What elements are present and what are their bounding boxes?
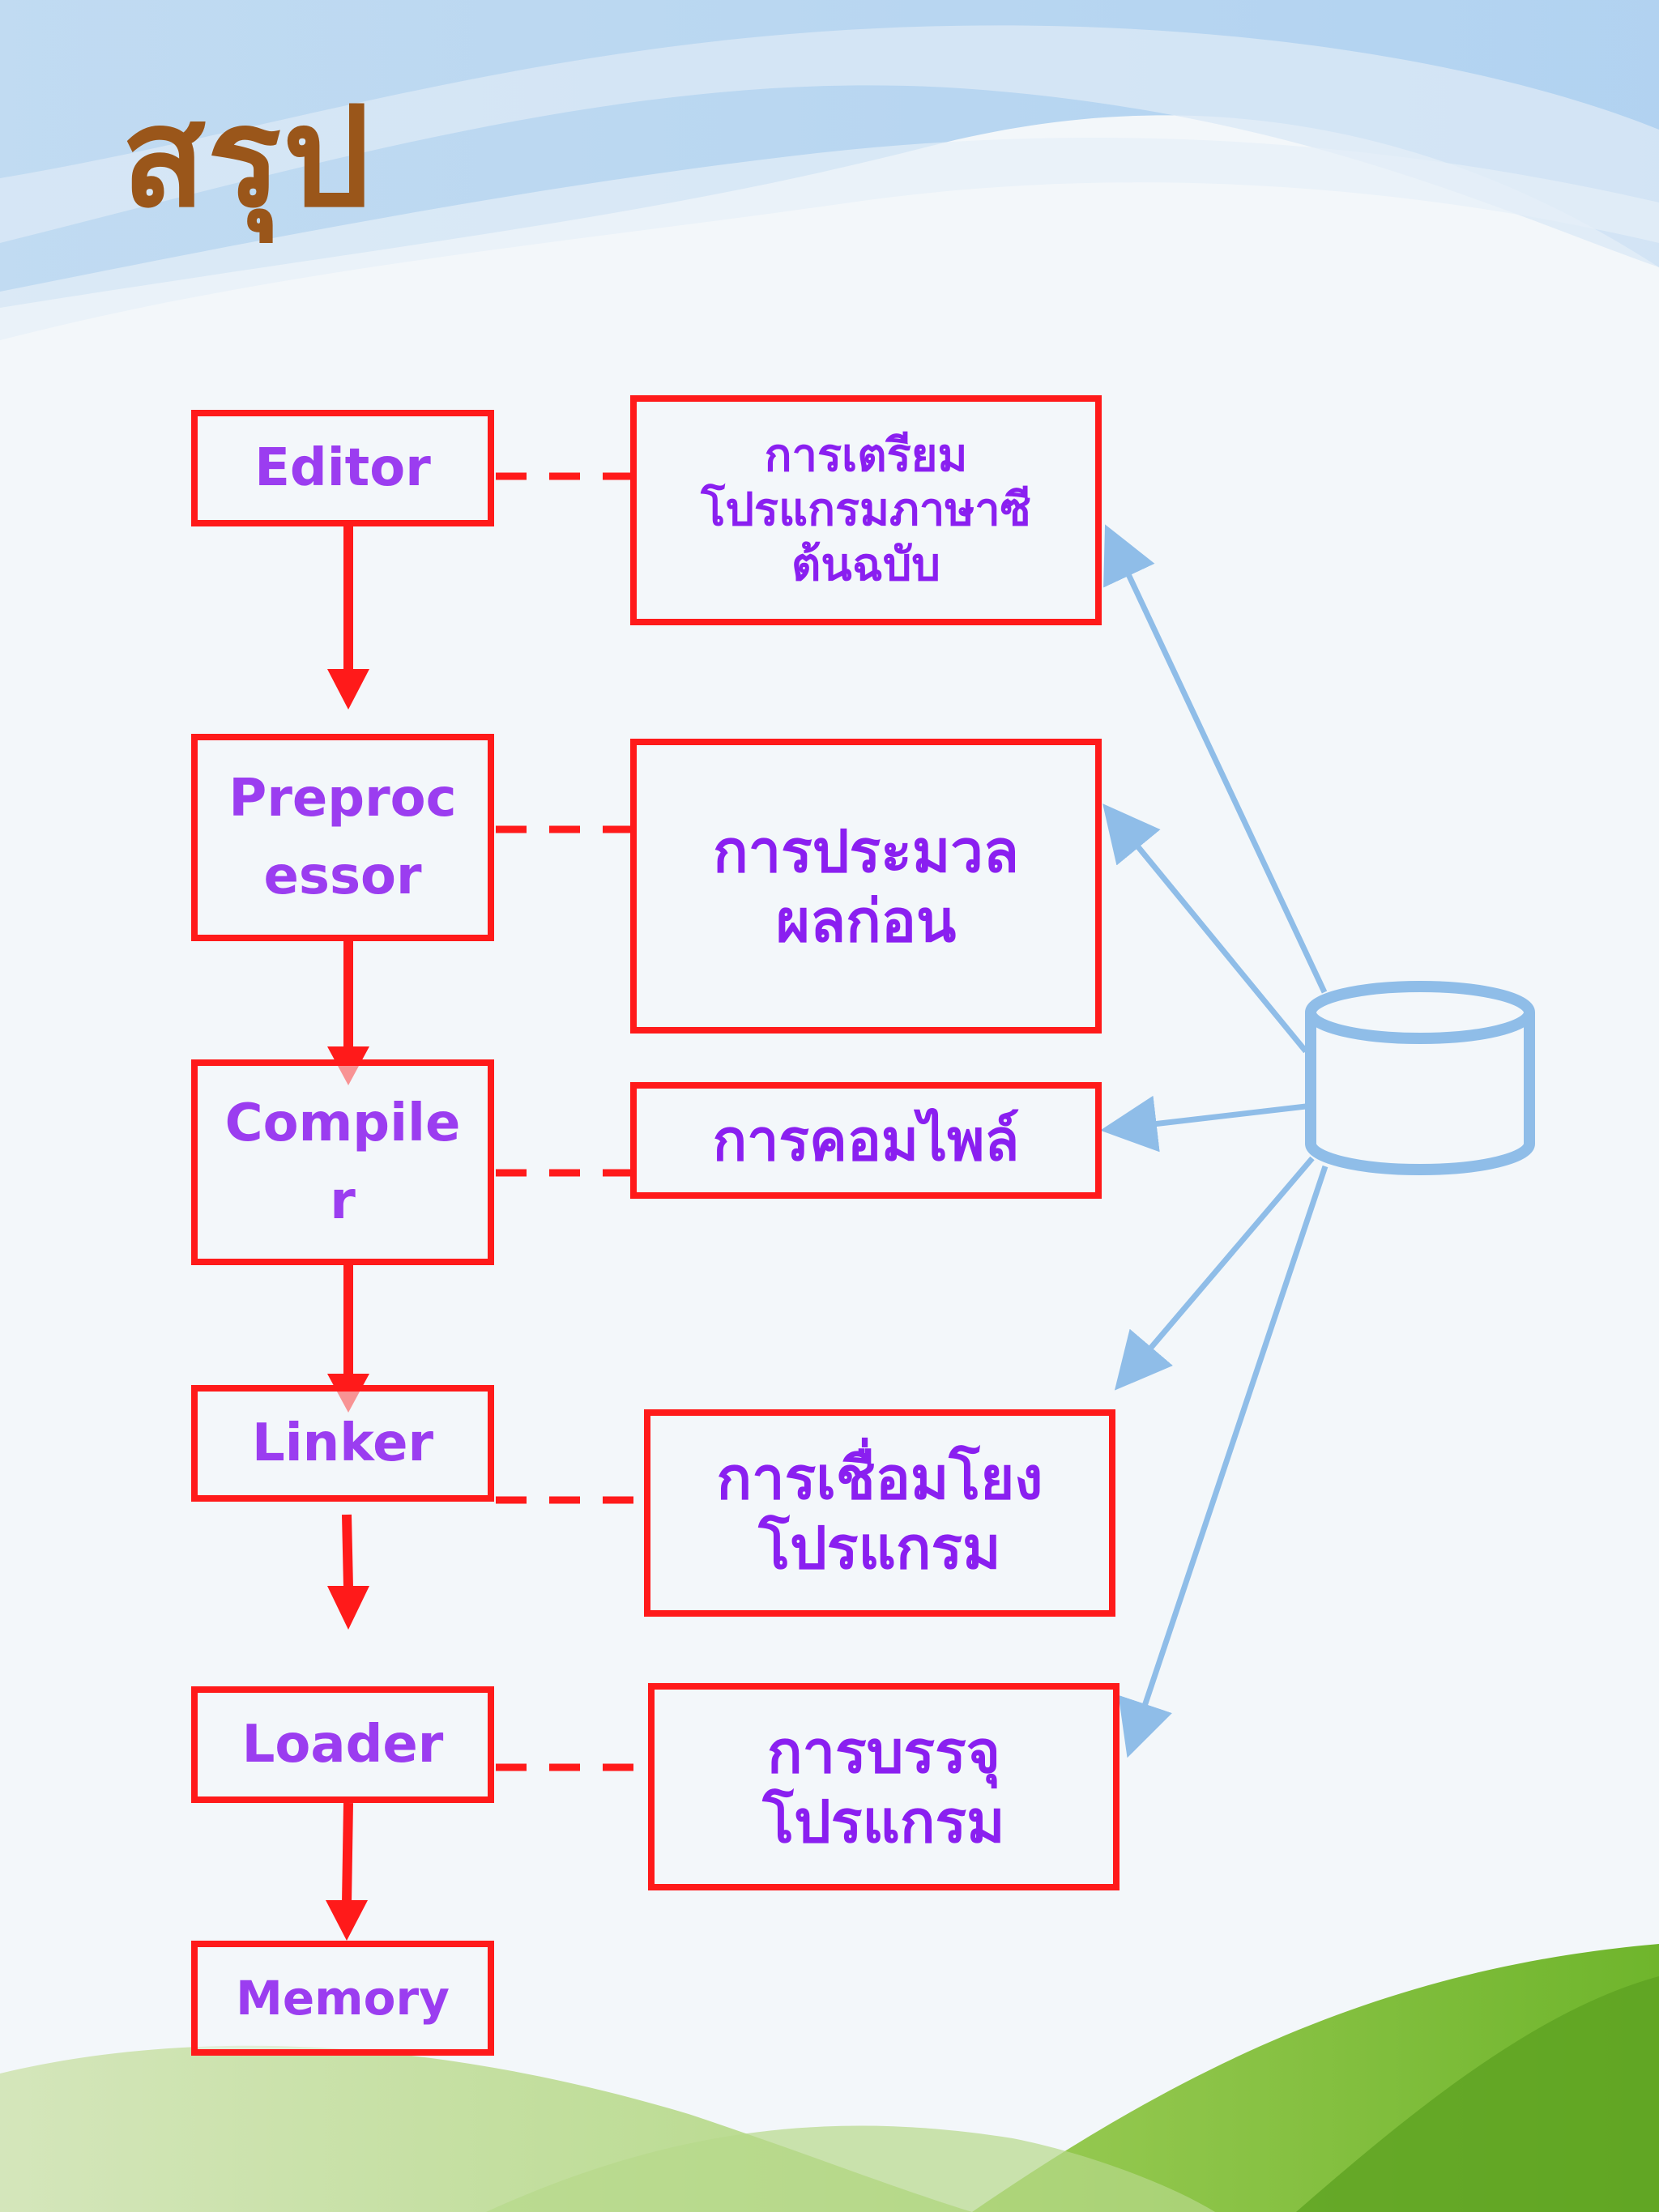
database-cylinder-icon: [1305, 981, 1535, 1175]
desc-text-linker: การเชื่อมโยงโปรแกรม: [716, 1443, 1043, 1582]
stage-label-linker: Linker: [251, 1413, 434, 1473]
desc-text-loader: การบรรจุโปรแกรม: [762, 1717, 1005, 1856]
stage-label-preprocessor: Preprocessor: [228, 769, 457, 906]
stage-box-loader: Loader: [191, 1686, 494, 1803]
desc-box-loader: การบรรจุโปรแกรม: [648, 1683, 1120, 1890]
flow-arrow-editor-preprocessor: [327, 526, 369, 710]
stage-label-compiler: Compiler: [224, 1093, 461, 1231]
blue-arrow-to-desc-4: [1114, 1156, 1315, 1391]
blue-arrow-to-desc-2: [1102, 803, 1308, 1054]
blue-arrow-to-desc-3: [1100, 1095, 1307, 1153]
blue-arrow-to-desc-1: [1103, 524, 1328, 994]
page-title: สรุป: [122, 78, 372, 238]
stage-label-memory: Memory: [236, 1970, 450, 2026]
desc-box-editor: การเตรียมโปรแกรมภาษาซีต้นฉบับ: [630, 395, 1102, 625]
desc-box-preprocessor: การประมวลผลก่อน: [630, 739, 1102, 1034]
blue-arrow-to-desc-5: [1118, 1165, 1328, 1758]
stage-box-memory: Memory: [191, 1941, 494, 2056]
stage-box-linker: Linker: [191, 1385, 494, 1502]
desc-box-linker: การเชื่อมโยงโปรแกรม: [644, 1409, 1115, 1617]
stage-label-editor: Editor: [254, 438, 431, 498]
stage-box-compiler: Compiler: [191, 1059, 494, 1265]
desc-text-preprocessor: การประมวลผลก่อน: [713, 816, 1019, 955]
desc-box-compiler: การคอมไพล์: [630, 1082, 1102, 1199]
flow-arrow-loader-memory: [326, 1802, 368, 1941]
stage-box-editor: Editor: [191, 410, 494, 526]
stage-box-preprocessor: Preprocessor: [191, 734, 494, 941]
desc-text-compiler: การคอมไพล์: [712, 1107, 1020, 1174]
stage-label-loader: Loader: [241, 1715, 444, 1775]
desc-text-editor: การเตรียมโปรแกรมภาษาซีต้นฉบับ: [701, 429, 1031, 591]
flow-arrow-linker-loader: [327, 1514, 369, 1630]
